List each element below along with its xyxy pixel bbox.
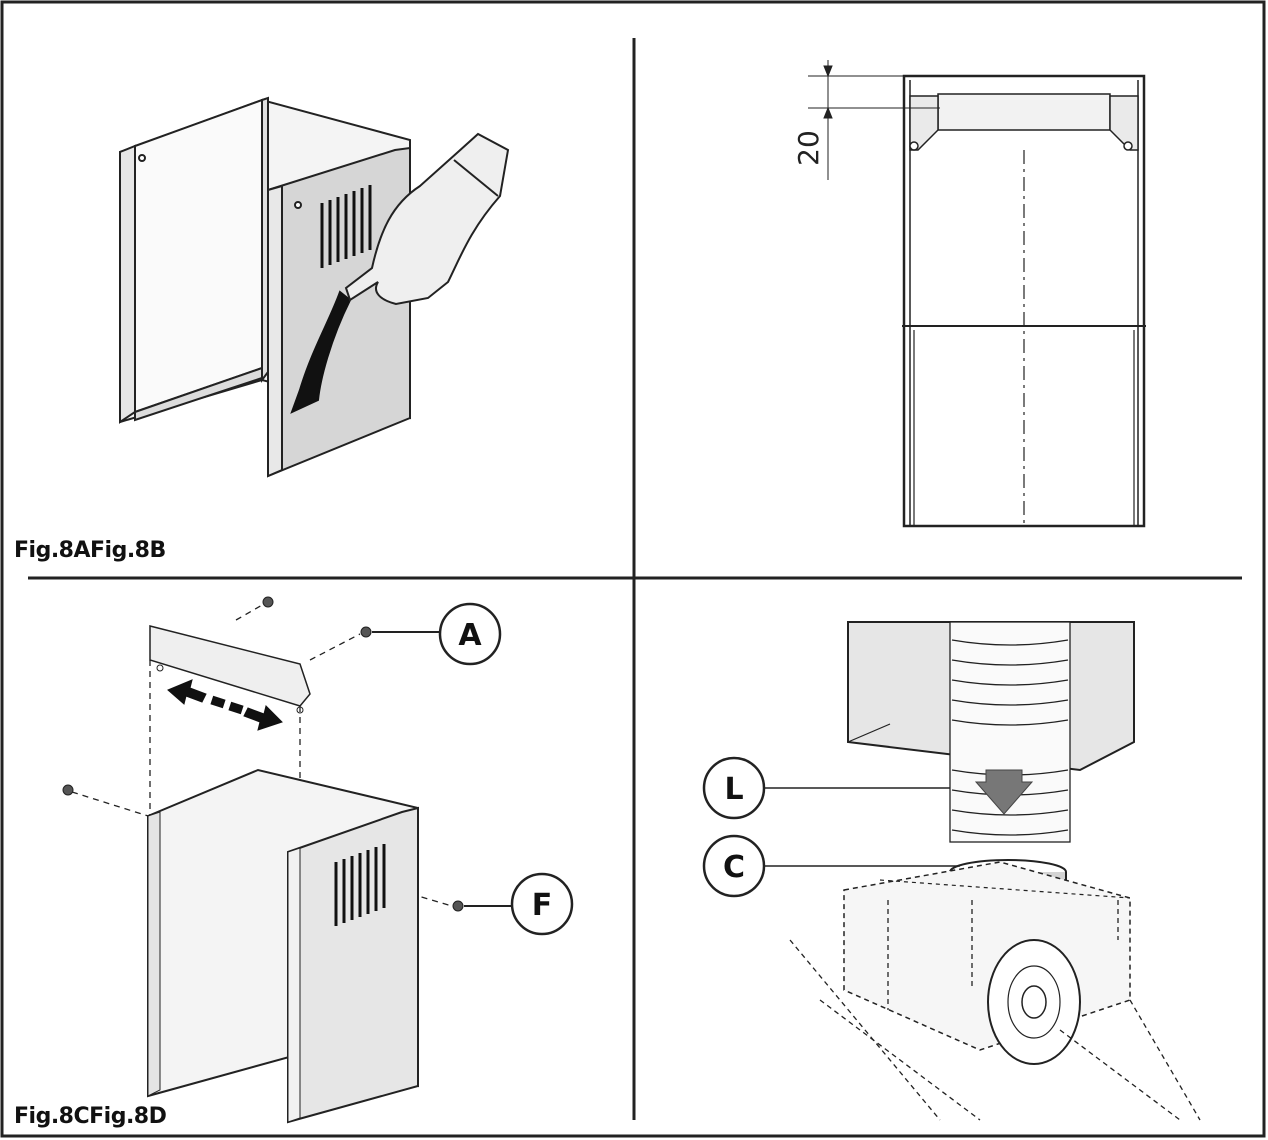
callout-c: C (702, 834, 766, 898)
caption-fig-8c-8d: Fig.8CFig.8D (14, 1104, 167, 1129)
fig-8d-illustration (764, 621, 1201, 1121)
caption-fig-8a-8b: Fig.8AFig.8B (14, 538, 166, 563)
fig-8c-illustration (62, 596, 514, 1124)
callout-c-label: C (723, 850, 745, 885)
fig-8a-illustration (119, 96, 510, 478)
fig-8b-illustration (808, 60, 1146, 528)
callout-l: L (702, 756, 766, 820)
callout-l-label: L (724, 772, 743, 807)
callout-f: F (510, 872, 574, 936)
dimension-label: 20 (792, 130, 825, 166)
callout-a-label: A (458, 618, 482, 653)
callout-f-label: F (532, 888, 553, 923)
callout-a: A (438, 602, 502, 666)
